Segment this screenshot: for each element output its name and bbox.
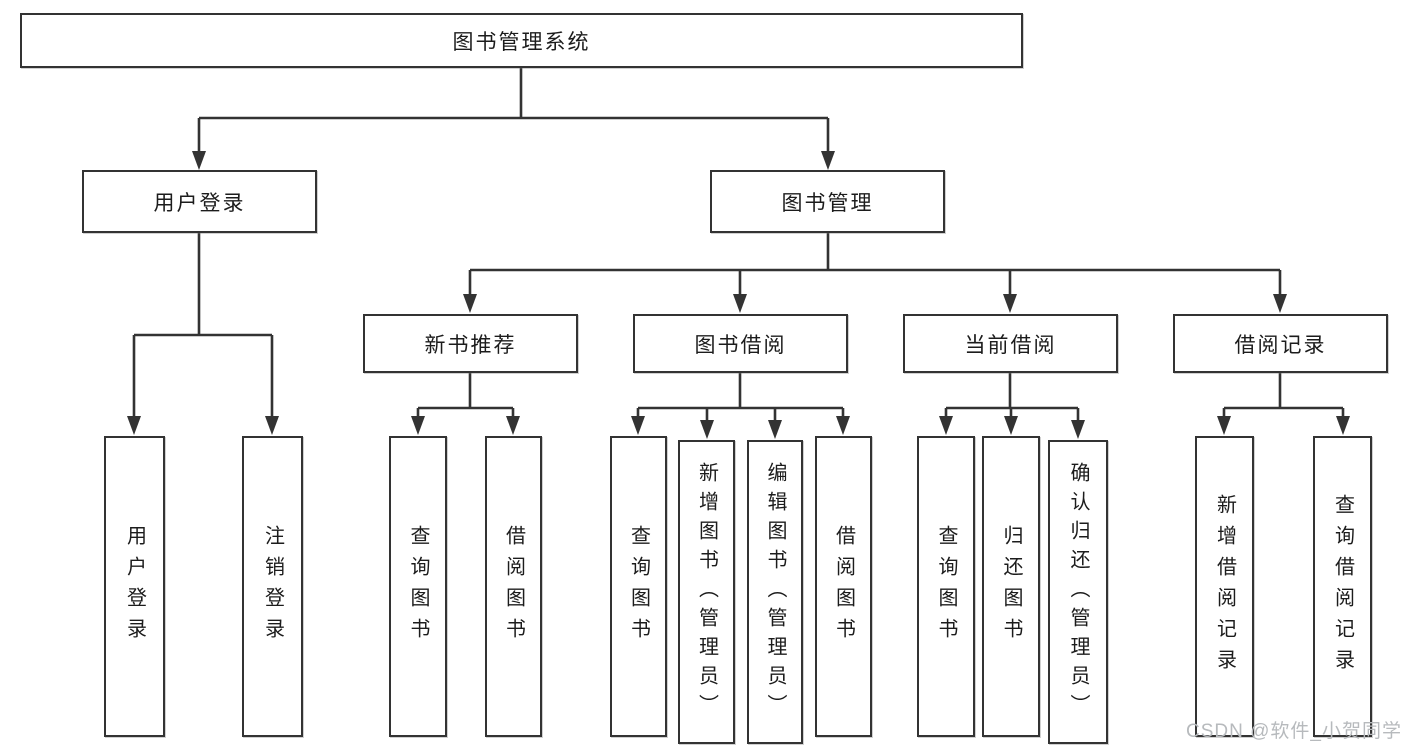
node-new-book-recommend: 新书推荐 [363, 314, 578, 373]
leaf-cb-query-book: 查询图书 [917, 436, 975, 737]
leaf-nbr-query-book-label: 查询图书 [407, 524, 429, 649]
leaf-bb-add-book-admin-label: 新增图书（管理员） [695, 461, 718, 723]
leaf-nbr-borrow-book-label: 借阅图书 [502, 524, 525, 649]
node-current-borrow: 当前借阅 [903, 314, 1118, 373]
node-borrow-record: 借阅记录 [1173, 314, 1388, 373]
leaf-bb-borrow-book: 借阅图书 [815, 436, 872, 737]
leaf-br-add-record: 新增借阅记录 [1195, 436, 1254, 737]
leaf-user-login: 用户登录 [104, 436, 165, 737]
leaf-br-query-record-label: 查询借阅记录 [1331, 493, 1354, 680]
node-book-management-label: 图书管理 [781, 191, 874, 215]
node-user-login-label: 用户登录 [153, 191, 246, 215]
leaf-bb-edit-book-admin-label: 编辑图书（管理员） [764, 461, 786, 723]
leaf-bb-edit-book-admin: 编辑图书（管理员） [747, 440, 803, 744]
leaf-cb-return-book: 归还图书 [982, 436, 1040, 737]
leaf-logout-label: 注销登录 [261, 524, 284, 649]
leaf-bb-query-book-label: 查询图书 [627, 524, 650, 649]
arrowheads [127, 151, 1350, 439]
leaf-bb-add-book-admin: 新增图书（管理员） [678, 440, 735, 744]
leaf-nbr-query-book: 查询图书 [389, 436, 447, 737]
node-borrow-record-label: 借阅记录 [1234, 333, 1327, 357]
leaf-bb-query-book: 查询图书 [610, 436, 667, 737]
node-current-borrow-label: 当前借阅 [964, 333, 1057, 357]
connector-path [132, 68, 1345, 425]
leaf-logout: 注销登录 [242, 436, 303, 737]
leaf-cb-return-book-label: 归还图书 [1000, 524, 1022, 649]
watermark-text: CSDN @软件_小贺同学 [1186, 721, 1402, 742]
leaf-nbr-borrow-book: 借阅图书 [485, 436, 542, 737]
node-new-book-recommend-label: 新书推荐 [424, 333, 517, 357]
node-book-borrow: 图书借阅 [633, 314, 848, 373]
leaf-cb-confirm-return-admin-label: 确认归还（管理员） [1067, 461, 1089, 723]
leaf-bb-borrow-book-label: 借阅图书 [832, 524, 855, 649]
leaf-cb-confirm-return-admin: 确认归还（管理员） [1048, 440, 1108, 744]
node-root: 图书管理系统 [20, 13, 1023, 68]
leaf-cb-query-book-label: 查询图书 [935, 524, 957, 649]
leaf-br-query-record: 查询借阅记录 [1313, 436, 1372, 737]
node-book-management: 图书管理 [710, 170, 945, 233]
node-root-label: 图书管理系统 [452, 30, 591, 54]
leaf-br-add-record-label: 新增借阅记录 [1213, 493, 1236, 680]
node-user-login: 用户登录 [82, 170, 317, 233]
leaf-user-login-label: 用户登录 [123, 524, 146, 649]
node-book-borrow-label: 图书借阅 [694, 333, 787, 357]
